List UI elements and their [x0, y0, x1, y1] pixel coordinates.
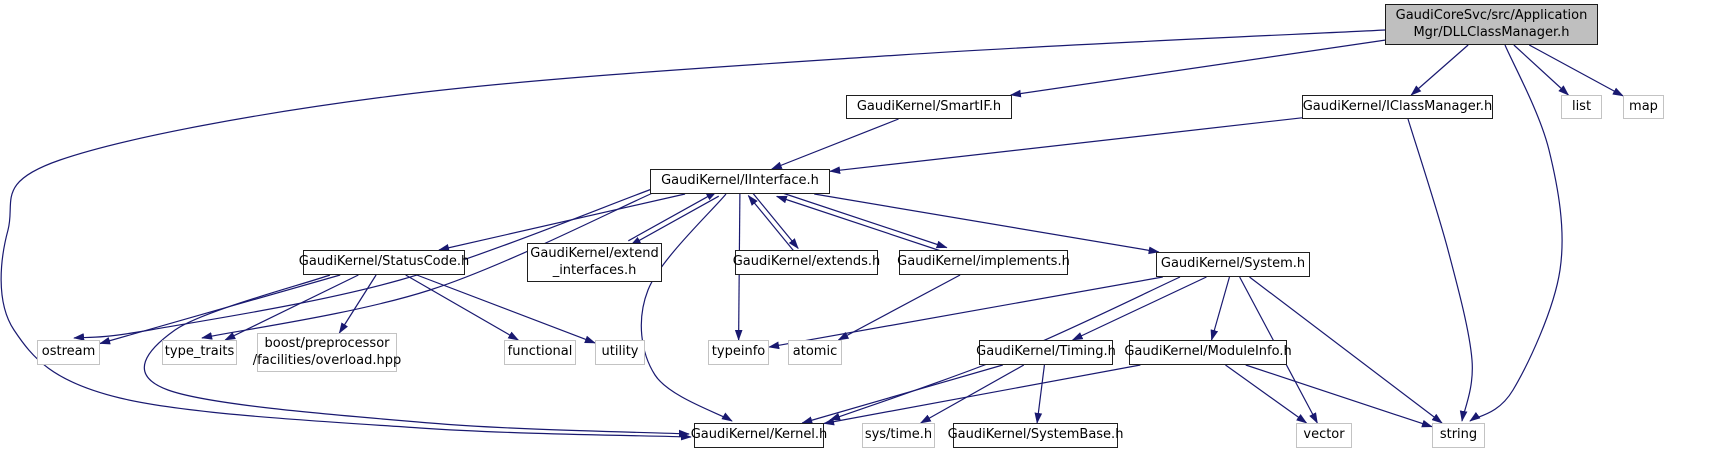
edge-moduleinfo-to-vector [1225, 364, 1308, 424]
node-main: GaudiCoreSvc/src/Application Mgr/DLLClas… [1385, 4, 1598, 45]
node-smartif[interactable]: GaudiKernel/SmartIF.h [846, 95, 1012, 119]
node-functional: functional [504, 340, 576, 365]
edge-iinterface-to-system [814, 193, 1160, 255]
edge-main-to-map [1528, 44, 1624, 97]
node-map: map [1623, 95, 1664, 119]
edge-extends-to-iinterface [747, 194, 795, 252]
edge-system-to-timing [1071, 276, 1207, 341]
edge-main-to-smartif [1009, 39, 1386, 98]
node-list: list [1561, 95, 1602, 119]
edge-implements-to-iinterface [775, 195, 946, 253]
node-vector: vector [1296, 423, 1352, 448]
node-system[interactable]: GaudiKernel/System.h [1156, 252, 1310, 277]
node-timing[interactable]: GaudiKernel/Timing.h [976, 340, 1116, 365]
edge-timing-to-sys_time [919, 364, 1025, 424]
edge-statuscode-to-utility [416, 274, 596, 344]
edge-statuscode-to-kernel [143, 274, 690, 438]
node-statuscode[interactable]: GaudiKernel/StatusCode.h [299, 250, 469, 275]
node-boost_overload: boost/preprocessor /facilities/overload.… [253, 333, 401, 372]
edge-iinterface-to-extend_interfaces [629, 195, 720, 246]
node-type_traits: type_traits [162, 340, 237, 365]
edge-moduleinfo-to-kernel [823, 364, 1141, 426]
edge-iinterface-to-ostream [73, 188, 653, 341]
node-systembase[interactable]: GaudiKernel/SystemBase.h [948, 423, 1123, 448]
node-typeinfo: typeinfo [708, 340, 769, 365]
edge-timing-to-systembase [1034, 364, 1046, 424]
node-string: string [1432, 423, 1485, 448]
edge-iclassmanager-to-string [1407, 118, 1473, 422]
edge-moduleinfo-to-string [1245, 364, 1433, 428]
node-iinterface[interactable]: GaudiKernel/IInterface.h [650, 169, 830, 194]
edge-implements-to-atomic [837, 274, 961, 341]
edge-system-to-moduleinfo [1210, 276, 1231, 341]
edge-iinterface-to-extends [751, 192, 799, 250]
edge-system-to-typeinfo [768, 276, 1163, 350]
edge-iinterface-to-type_traits [201, 191, 656, 340]
edge-smartif-to-iinterface [770, 118, 899, 170]
edge-main-to-list [1513, 44, 1570, 96]
edge-statuscode-to-functional [405, 274, 520, 341]
edge-main-to-string [1469, 44, 1563, 422]
edge-system-to-string [1249, 276, 1443, 424]
edge-timing-to-kernel [801, 364, 1003, 424]
node-extends[interactable]: GaudiKernel/extends.h [733, 250, 880, 275]
node-implements[interactable]: GaudiKernel/implements.h [897, 250, 1070, 275]
node-kernel[interactable]: GaudiKernel/Kernel.h [691, 423, 827, 448]
edge-iinterface-to-kernel [640, 193, 733, 422]
edge-extend_interfaces-to-iinterface [628, 191, 718, 242]
edge-iinterface-to-implements [778, 191, 948, 249]
edge-iclassmanager-to-iinterface [829, 117, 1303, 174]
edge-main-to-iclassmanager [1410, 44, 1469, 96]
edge-statuscode-to-boost_overload [338, 274, 377, 334]
node-moduleinfo[interactable]: GaudiKernel/ModuleInfo.h [1124, 340, 1292, 365]
node-ostream: ostream [37, 340, 100, 365]
edge-statuscode-to-type_traits [224, 274, 359, 341]
node-extend_interfaces[interactable]: GaudiKernel/extend _interfaces.h [527, 243, 662, 282]
node-sys_time: sys/time.h [862, 423, 935, 448]
edge-iinterface-to-statuscode [438, 193, 686, 252]
node-utility: utility [595, 340, 645, 365]
node-iclassmanager[interactable]: GaudiKernel/IClassManager.h [1302, 95, 1493, 119]
edge-main-to-kernel [0, 29, 1386, 441]
node-atomic: atomic [788, 340, 842, 365]
